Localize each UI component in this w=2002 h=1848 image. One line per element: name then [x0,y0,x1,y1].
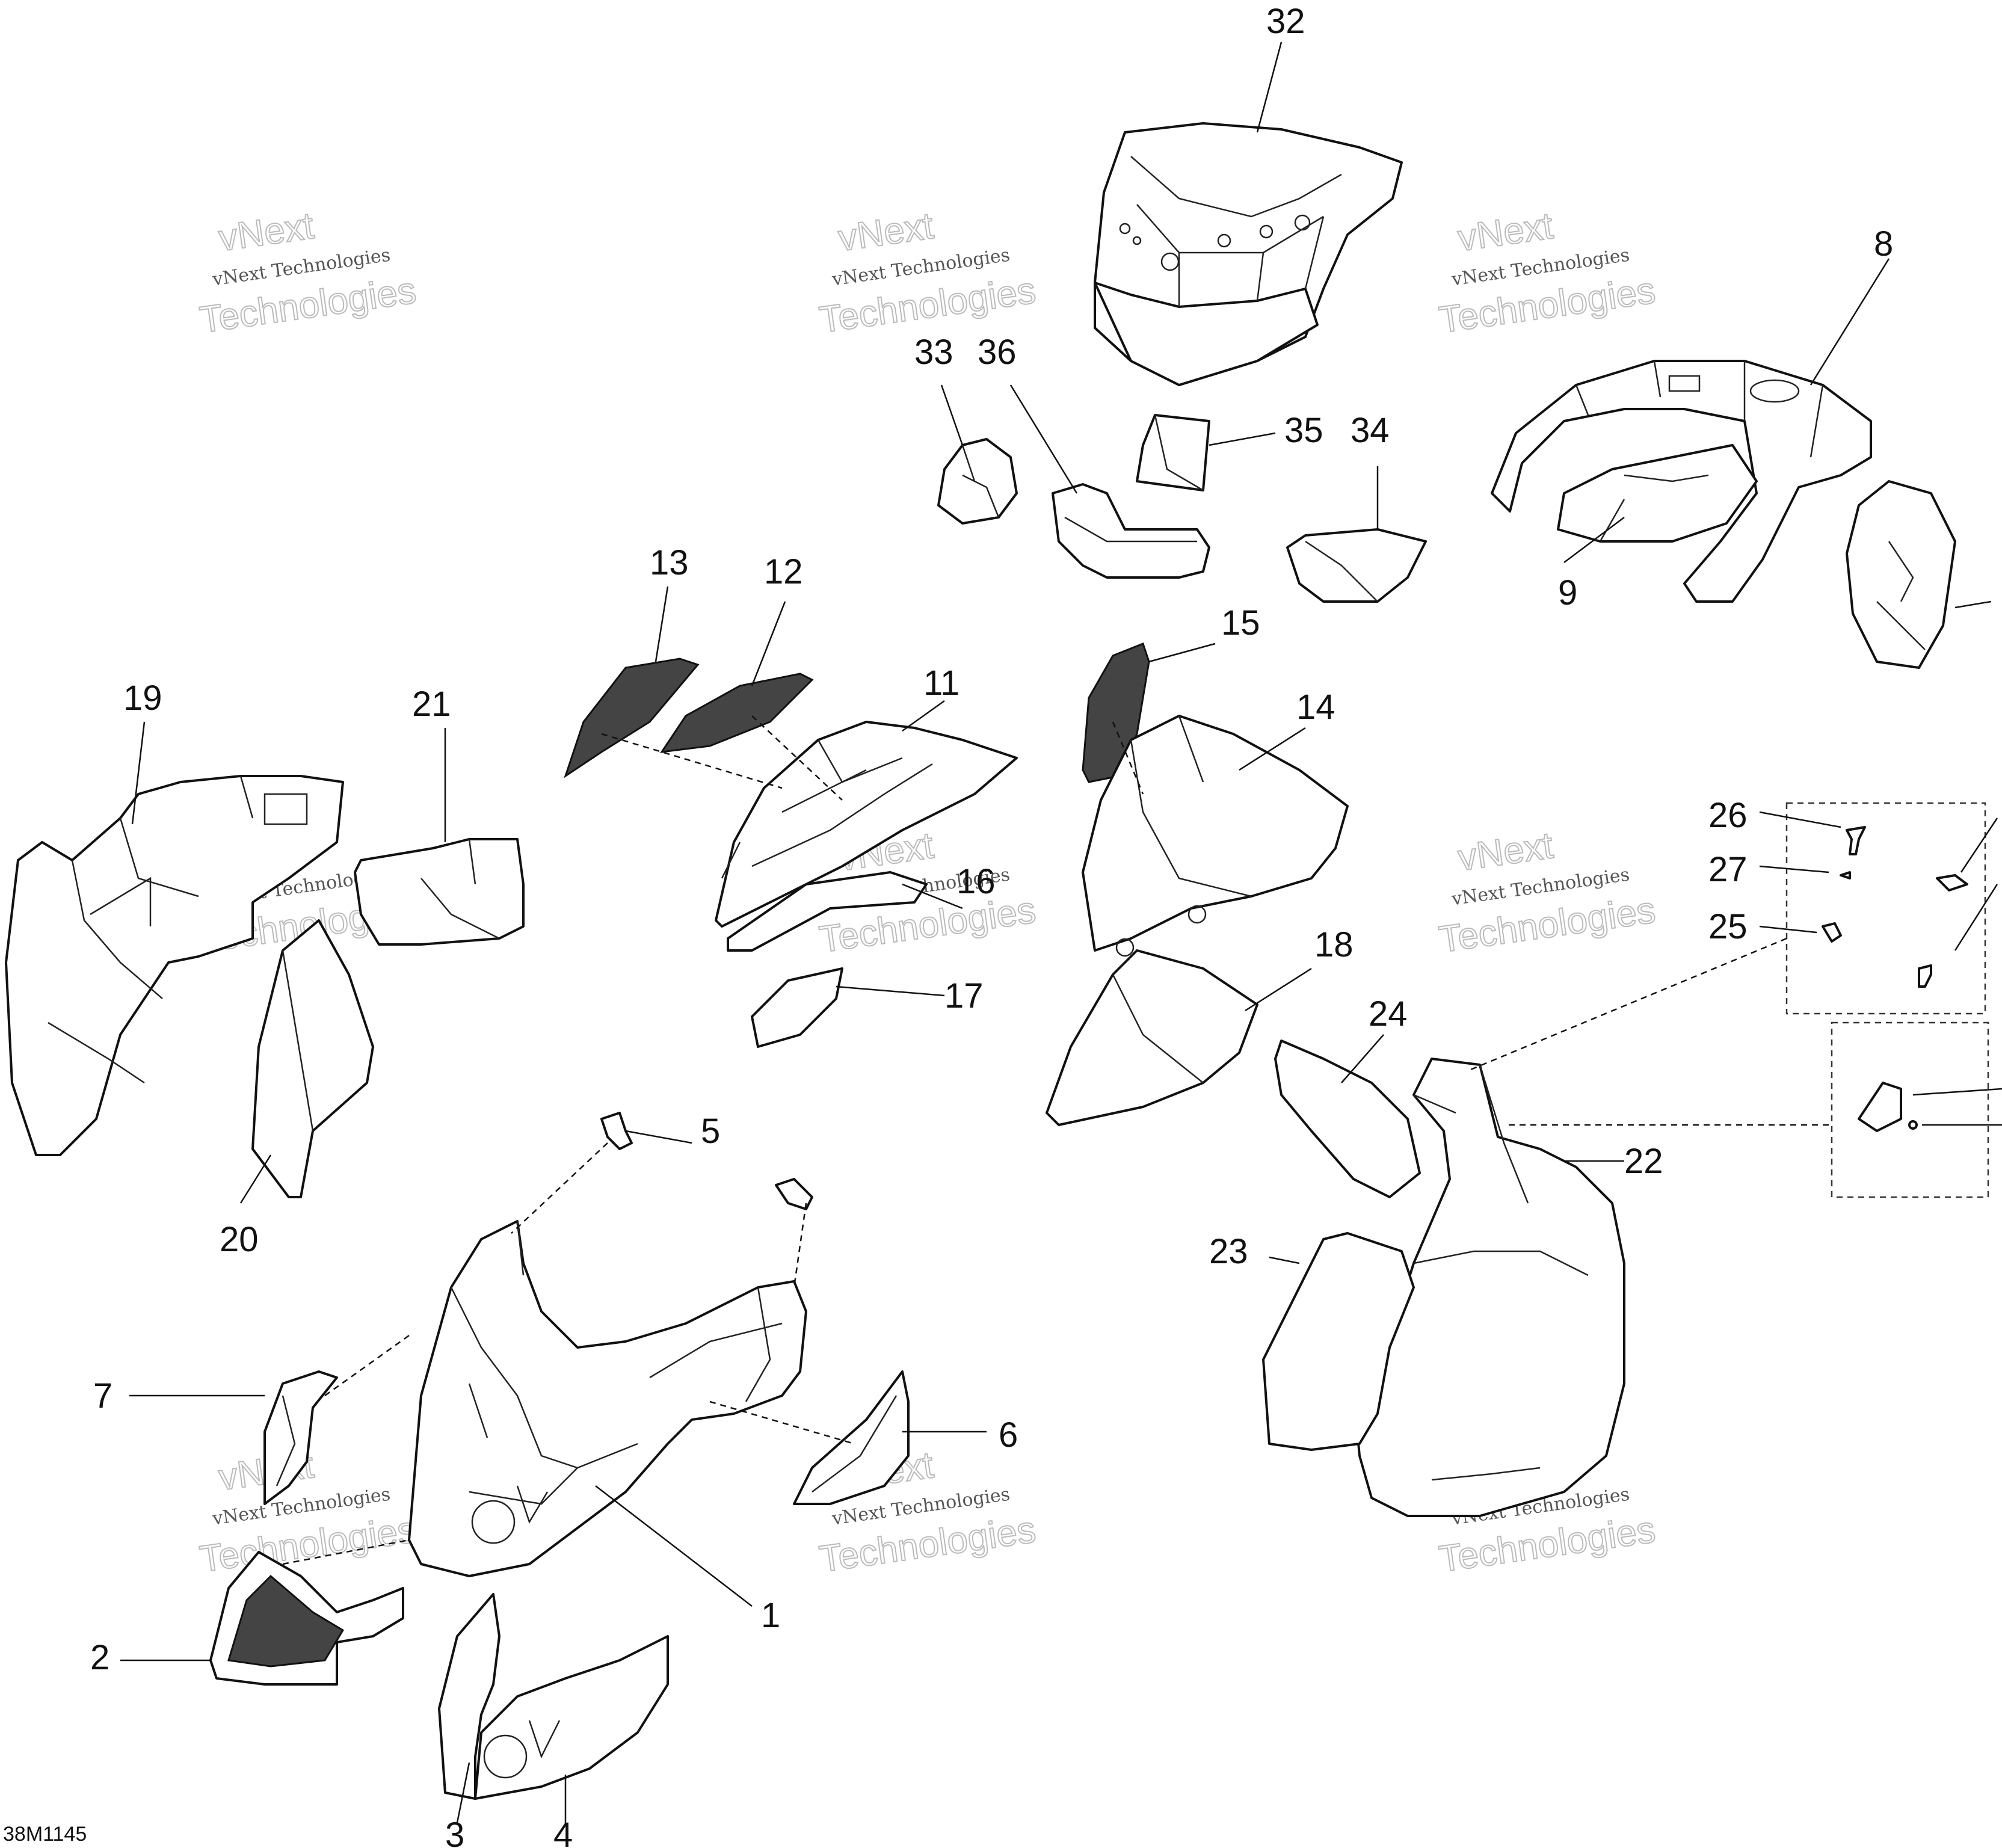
callout-3: 3 [445,1816,464,1848]
part-12-mesh-vent [659,673,814,753]
part-13-mesh-vent [564,658,700,778]
part-34-trim [1286,528,1427,603]
callout-15: 15 [1221,603,1260,642]
part-20-panel [251,919,374,1198]
callout-24: 24 [1369,994,1408,1033]
callout-19: 19 [123,679,162,718]
part-2-grille [209,1551,404,1686]
callout-9: 9 [1558,573,1577,612]
callout-4: 4 [553,1816,573,1848]
callout-25: 25 [1708,907,1748,946]
callout-32: 32 [1266,2,1305,41]
part-33-bracket [937,438,1018,525]
part-11-panel [715,721,1018,928]
watermark-line1: vNext [1455,825,1556,879]
part-16-trim [727,871,928,952]
watermark-line1: vNext [1455,205,1556,259]
part-9-panel [1557,444,1758,543]
alignment-lines [282,715,1829,1565]
part-17-trim [751,967,843,1048]
hardware-box-upper [1785,802,1986,1015]
callout-35: 35 [1284,411,1323,450]
part-6-vent [793,1370,910,1505]
part-10-partial-panel [1846,480,1956,669]
callout-21: 21 [412,685,451,724]
part-32-console [1094,122,1403,386]
callout-33: 33 [914,333,953,372]
watermark-line1: vNext [216,205,316,259]
part-35-block [1136,414,1210,491]
callout-13: 13 [650,543,689,582]
part-22-front-panel [1352,1058,1625,1517]
reference-code: 38M1145 [3,1823,87,1846]
part-14-panel [1082,715,1349,957]
part-36-trim [1052,483,1210,579]
callout-18: 18 [1314,925,1354,964]
callout-labels: 32 8 9 33 36 35 34 13 12 11 15 14 16 17 … [3,2,1893,1848]
part-21-block [354,838,525,946]
callout-20: 20 [220,1220,259,1259]
hardware-box-lower [1831,1021,1989,1198]
part-5-screws [600,1112,813,1210]
callout-2: 2 [90,1638,109,1677]
part-8-side-panel [1491,360,1872,603]
callout-26: 26 [1708,796,1748,835]
callout-22: 22 [1624,1142,1663,1181]
callout-7: 7 [93,1376,112,1415]
callout-5: 5 [701,1112,720,1151]
callout-27: 27 [1708,850,1748,889]
callout-34: 34 [1351,411,1390,450]
part-23-panel [1262,1232,1415,1451]
callout-1: 1 [761,1596,780,1635]
part-19-side-panel [5,775,344,1156]
callout-8: 8 [1874,224,1893,263]
part-3-4-decals [438,1593,669,1800]
leader-lines [120,42,2002,1823]
callout-36: 36 [978,333,1017,372]
callout-14: 14 [1296,688,1335,727]
part-24-panel [1274,1040,1421,1198]
part-1-hood [408,1220,807,1577]
callout-17: 17 [944,976,984,1015]
hardware-box-group [1785,802,1989,1198]
callout-11: 11 [923,664,959,703]
callout-16: 16 [956,862,996,901]
callout-6: 6 [999,1415,1018,1455]
callout-23: 23 [1209,1232,1248,1271]
part-18-panel [1046,949,1258,1126]
part-7-bracket [263,1370,338,1505]
watermark-line1: vNext [836,205,936,259]
callout-12: 12 [764,552,803,591]
